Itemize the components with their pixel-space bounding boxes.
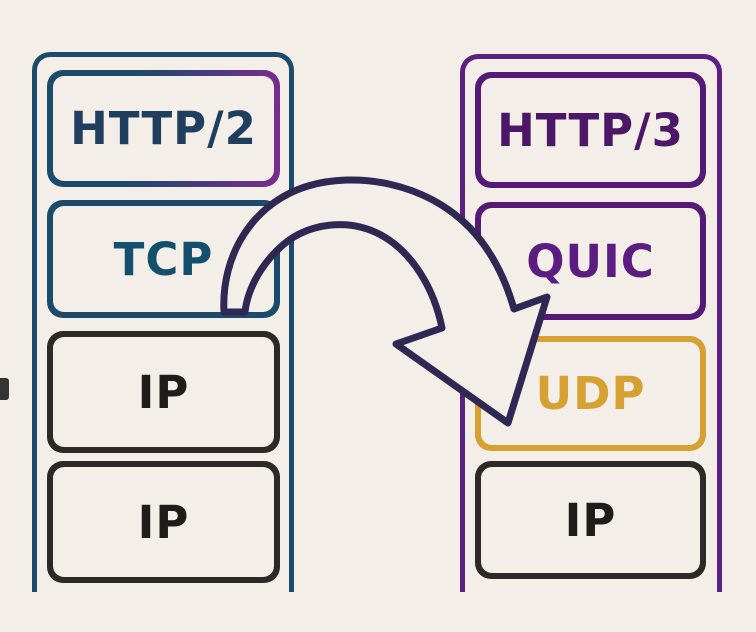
layer-box-ip-left-1-face: IP <box>53 337 274 447</box>
layer-box-quic-face: QUIC <box>481 208 700 314</box>
layer-label-ip-left-1: IP <box>137 365 190 419</box>
layer-label-udp: UDP <box>535 367 646 420</box>
layer-box-ip-right: IP <box>475 461 706 579</box>
left-edge-artifact <box>0 378 9 400</box>
layer-box-ip-left-1: IP <box>47 331 280 453</box>
layer-box-ip-left-2: IP <box>47 461 280 583</box>
layer-label-http3: HTTP/3 <box>497 103 684 157</box>
layer-box-ip-left-2-face: IP <box>53 467 274 577</box>
layer-box-http2: HTTP/2 <box>47 70 280 187</box>
layer-box-quic: QUIC <box>475 202 706 320</box>
layer-label-quic: QUIC <box>526 234 655 288</box>
layer-label-ip-right: IP <box>564 493 617 547</box>
layer-box-ip-right-face: IP <box>481 467 700 573</box>
layer-box-tcp: TCP <box>47 200 280 318</box>
layer-label-tcp: TCP <box>113 232 214 286</box>
layer-label-ip-left-2: IP <box>137 495 190 549</box>
layer-box-tcp-face: TCP <box>53 206 274 312</box>
layer-label-http2: HTTP/2 <box>70 102 257 155</box>
layer-box-udp: UDP <box>475 336 706 451</box>
layer-box-http3-face: HTTP/3 <box>481 78 700 182</box>
layer-box-http3: HTTP/3 <box>475 72 706 188</box>
layer-box-udp-face: UDP <box>481 342 700 445</box>
layer-box-http2-face: HTTP/2 <box>53 76 274 181</box>
